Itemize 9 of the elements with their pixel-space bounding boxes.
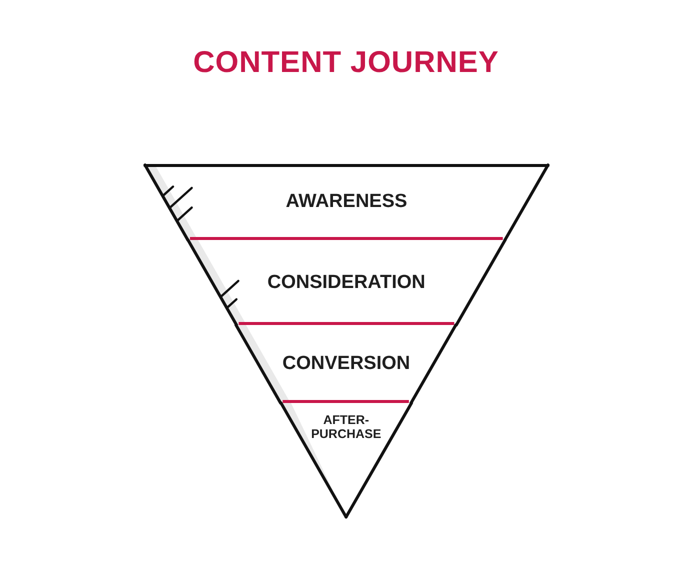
funnel-stage (143, 163, 550, 240)
funnel-stage (278, 403, 414, 519)
stage-label: CONVERSION (282, 353, 410, 375)
stage-label: CONSIDERATION (267, 272, 426, 294)
stage-label: AWARENESS (286, 190, 408, 212)
diagram-title: CONTENT JOURNEY (193, 46, 499, 79)
stage-label: AFTER-PURCHASE (310, 413, 382, 442)
funnel-stage (234, 325, 458, 403)
funnel-stage (186, 240, 507, 325)
